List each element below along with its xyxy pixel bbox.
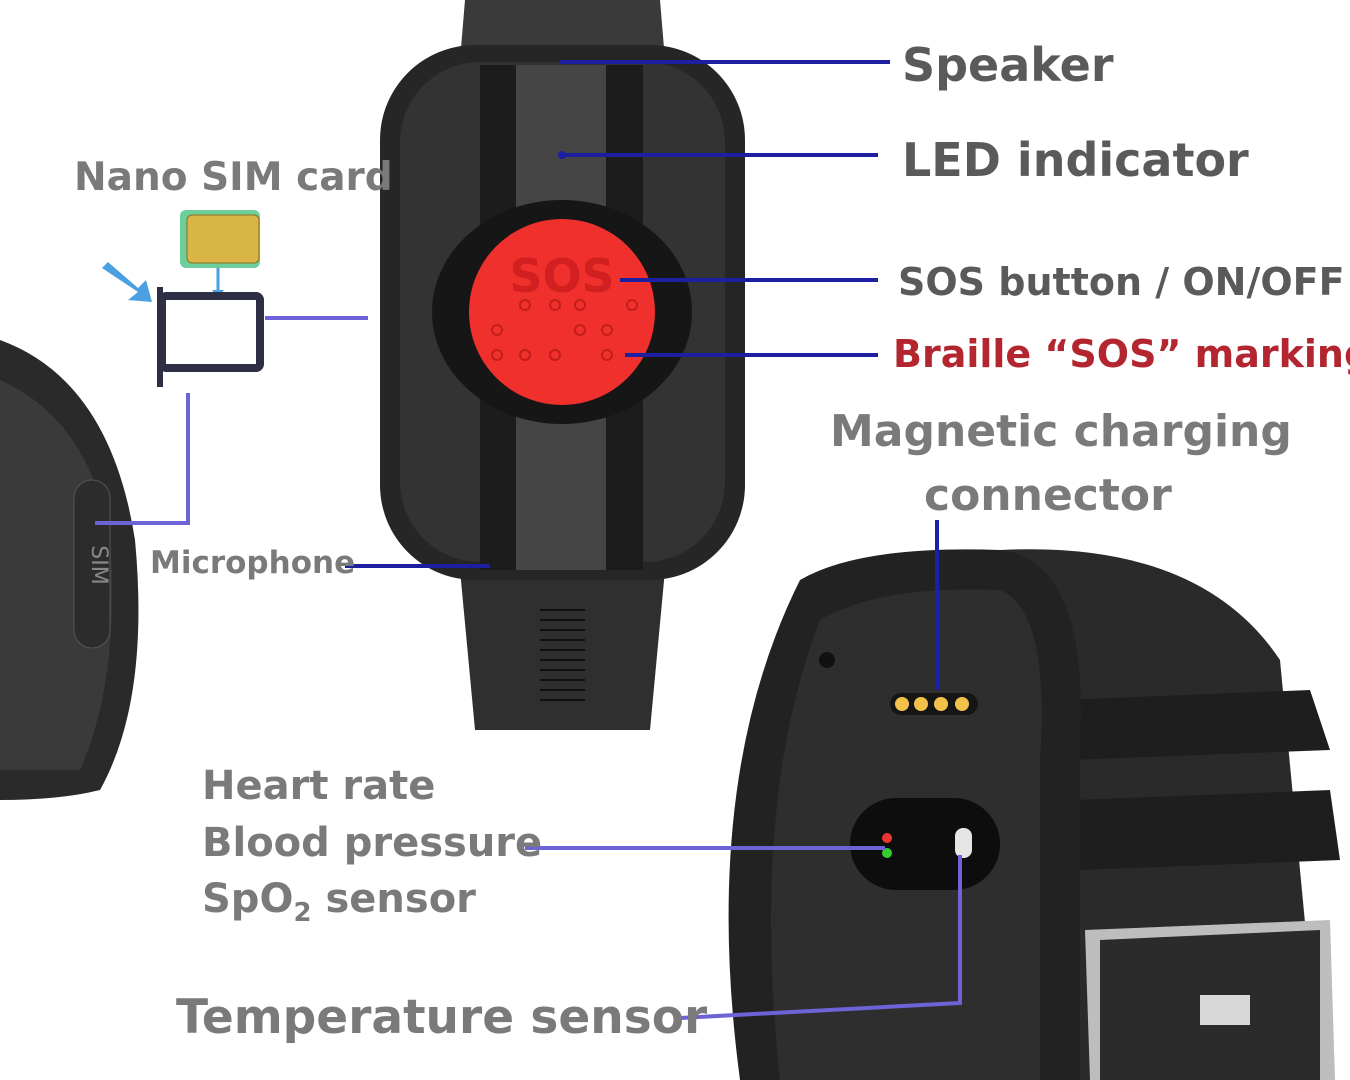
label-temperature: Temperature sensor — [176, 990, 708, 1045]
sensor-window — [850, 798, 1000, 890]
back-watch — [728, 549, 1340, 1080]
label-sos-button: SOS button / ON/OFF — [898, 260, 1345, 304]
label-spo2: SpO2 sensor — [202, 879, 476, 926]
label-blood-pressure: Blood pressure — [202, 820, 543, 866]
braille-dots — [491, 299, 638, 361]
spo2-prefix: SpO — [202, 876, 294, 922]
label-speaker: Speaker — [902, 38, 1114, 92]
front-watch: SOS — [380, 0, 745, 730]
label-magnetic-1: Magnetic charging — [830, 406, 1292, 457]
side-view-watch: SIM — [0, 340, 139, 800]
sos-text: SOS — [509, 249, 614, 303]
label-braille: Braille “SOS” marking — [893, 332, 1350, 376]
label-microphone: Microphone — [150, 545, 356, 581]
leader-lines — [345, 60, 939, 690]
label-heart-rate: Heart rate — [202, 763, 436, 809]
sim-card-illustration — [102, 210, 264, 387]
label-led-indicator: LED indicator — [902, 133, 1249, 187]
charging-pins — [895, 697, 969, 711]
sos-button — [469, 219, 655, 405]
spo2-suffix: sensor — [311, 876, 476, 922]
label-nano-sim: Nano SIM card — [74, 155, 393, 200]
leader-lines-light — [95, 316, 962, 1020]
sim-slot-text: SIM — [86, 545, 111, 584]
arrow-icon — [102, 262, 152, 302]
label-magnetic-2: connector — [924, 470, 1172, 521]
spo2-subscript: 2 — [293, 898, 312, 928]
